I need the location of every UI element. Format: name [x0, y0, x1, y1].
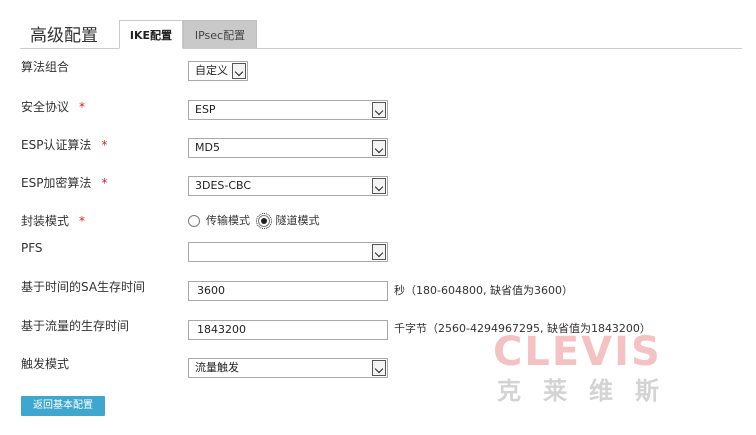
watermark-logo: CLEVIS 克莱维斯: [493, 330, 743, 410]
required-mark: *: [101, 138, 108, 152]
trigger-mode-select[interactable]: 流量触发: [188, 358, 388, 378]
required-mark: *: [101, 176, 108, 190]
algorithm-combo-value: 自定义: [195, 64, 228, 77]
encap-mode-radio-group: 传输模式 隧道模式: [188, 213, 324, 229]
required-mark: *: [79, 214, 86, 228]
algorithm-combo-select[interactable]: 自定义: [188, 61, 248, 81]
chevron-down-icon: [372, 244, 386, 260]
sa-lifetime-traffic-hint: 千字节（2560-4294967295, 缺省值为1843200）: [394, 322, 651, 335]
pfs-select[interactable]: [188, 242, 388, 262]
esp-encrypt-value: 3DES-CBC: [195, 179, 252, 192]
esp-auth-select[interactable]: MD5: [188, 138, 388, 158]
tunnel-mode-radio[interactable]: [255, 213, 272, 229]
security-protocol-label: 安全协议*: [21, 100, 86, 114]
esp-encrypt-label: ESP加密算法*: [21, 176, 108, 190]
algorithm-combo-label: 算法组合: [21, 60, 70, 74]
tab-ike-config[interactable]: IKE配置: [119, 20, 183, 49]
tunnel-mode-label: 隧道模式: [275, 214, 320, 227]
page-title: 高级配置: [30, 26, 98, 46]
watermark-chinese: 克莱维斯: [497, 377, 681, 405]
sa-lifetime-traffic-label: 基于流量的生存时间: [21, 319, 130, 333]
pfs-label: PFS: [21, 241, 43, 255]
sa-lifetime-time-label: 基于时间的SA生存时间: [21, 280, 146, 294]
trigger-mode-label: 触发模式: [21, 357, 70, 371]
encap-mode-label: 封装模式*: [21, 214, 86, 228]
security-protocol-value: ESP: [195, 103, 216, 116]
trigger-mode-value: 流量触发: [195, 361, 239, 374]
security-protocol-select[interactable]: ESP: [188, 100, 388, 120]
required-mark: *: [79, 100, 86, 114]
sa-lifetime-traffic-input[interactable]: 1843200: [188, 320, 388, 340]
transport-mode-radio[interactable]: [188, 215, 200, 227]
chevron-down-icon: [372, 102, 386, 118]
back-to-basic-config-button[interactable]: 返回基本配置: [21, 396, 105, 416]
chevron-down-icon: [232, 63, 246, 79]
chevron-down-icon: [372, 360, 386, 376]
transport-mode-label: 传输模式: [206, 214, 250, 227]
chevron-down-icon: [372, 140, 386, 156]
esp-auth-label: ESP认证算法*: [21, 138, 108, 152]
tab-ipsec-config[interactable]: IPsec配置: [183, 20, 257, 49]
page-header: 高级配置 IKE配置 IPsec配置: [0, 0, 756, 50]
sa-lifetime-time-input[interactable]: 3600: [188, 281, 388, 301]
chevron-down-icon: [372, 178, 386, 194]
esp-encrypt-select[interactable]: 3DES-CBC: [188, 176, 388, 196]
sa-lifetime-time-hint: 秒（180-604800, 缺省值为3600）: [394, 284, 573, 297]
esp-auth-value: MD5: [195, 141, 220, 154]
header-divider: [20, 48, 742, 49]
